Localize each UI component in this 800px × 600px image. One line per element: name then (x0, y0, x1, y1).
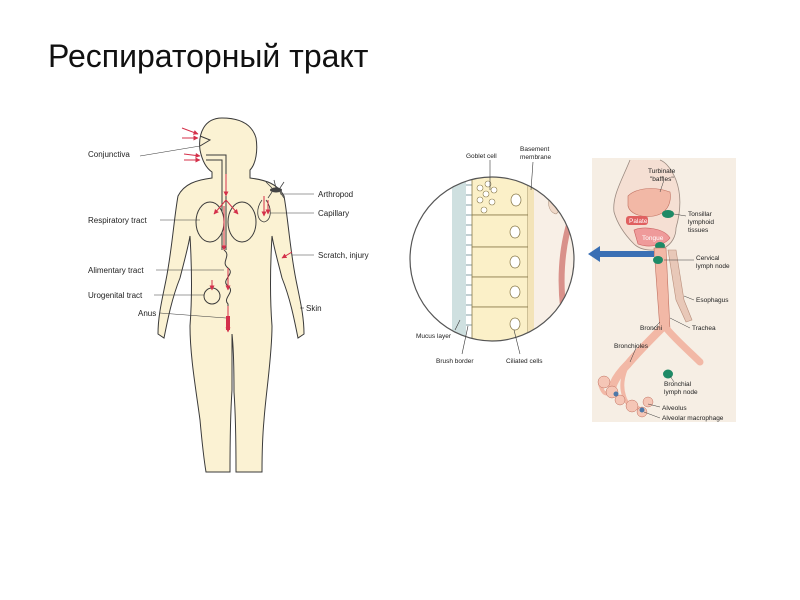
label-alveolar-macrophage: Alveolar macrophage (662, 415, 724, 422)
label-tonsillar-1: Tonsillar (688, 211, 713, 218)
label-conjunctiva: Conjunctiva (88, 150, 130, 159)
label-brush-border: Brush border (436, 358, 474, 365)
label-cervical-1: Cervical (696, 255, 720, 262)
label-turbinate-2: "baffles" (650, 176, 674, 183)
label-alveolus: Alveolus (662, 405, 687, 412)
label-palate: Palate (629, 218, 648, 225)
bladder (204, 288, 220, 304)
bronchial-lymph-node (663, 370, 673, 379)
anus-mark (226, 316, 230, 330)
label-alimentary-tract: Alimentary tract (88, 266, 144, 275)
human-body-diagram: Conjunctiva Respiratory tract Alimentary… (88, 118, 369, 472)
label-bronchioles: Bronchioles (614, 343, 649, 350)
epithelium-diagram: Goblet cell Basement membrane Mucus laye… (408, 146, 584, 365)
label-mucus-layer: Mucus layer (416, 333, 452, 340)
basement-membrane (528, 175, 534, 345)
label-ciliated-cells: Ciliated cells (506, 358, 543, 365)
label-esophagus: Esophagus (696, 297, 729, 304)
label-bronchi: Bronchi (640, 325, 662, 332)
label-basement-1: Basement (520, 146, 549, 153)
tonsil-upper (662, 210, 674, 218)
label-skin: Skin (306, 304, 322, 313)
label-respiratory-tract: Respiratory tract (88, 216, 147, 225)
label-basement-2: membrane (520, 154, 551, 161)
label-capillary: Capillary (318, 209, 349, 218)
mucus-layer (452, 175, 466, 345)
label-tongue: Tongue (642, 235, 664, 242)
airway-diagram: Turbinate "baffles" Palate Tongue Tonsil… (588, 158, 736, 422)
cervical-lymph-node (653, 256, 663, 264)
label-arthropod: Arthropod (318, 190, 353, 199)
label-goblet-cell: Goblet cell (466, 153, 497, 160)
label-tonsillar-3: tissues (688, 227, 709, 234)
label-bronchial-2: lymph node (664, 389, 698, 396)
label-tonsillar-2: lymphoid (688, 219, 714, 226)
label-cervical-2: lymph node (696, 263, 730, 270)
label-scratch-injury: Scratch, injury (318, 251, 369, 260)
label-trachea: Trachea (692, 325, 716, 332)
label-bronchial-1: Bronchial (664, 381, 692, 388)
label-urogenital-tract: Urogenital tract (88, 291, 143, 300)
label-turbinate-1: Turbinate (648, 168, 676, 175)
label-anus: Anus (138, 309, 156, 318)
